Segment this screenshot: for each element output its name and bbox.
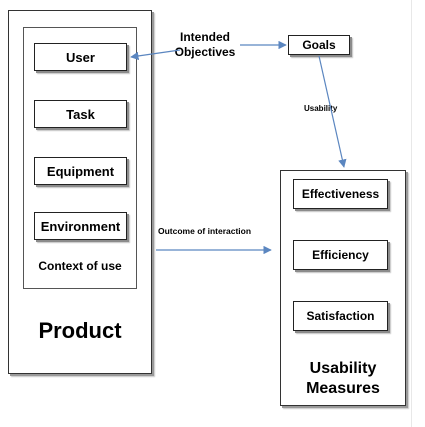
equipment-label: Equipment [46, 163, 115, 179]
usability-measures-title: Usability Measures [306, 360, 380, 397]
goals-label: Goals [302, 38, 336, 52]
environment-label: Environment [40, 218, 121, 234]
arrow-objectives-to-user [130, 49, 181, 61]
satisfaction-box: Satisfaction [293, 301, 388, 331]
environment-box: Environment [34, 212, 127, 240]
satisfaction-label: Satisfaction [306, 309, 375, 323]
task-box: Task [34, 100, 127, 128]
user-box: User [34, 43, 127, 71]
effectiveness-label: Effectiveness [301, 187, 380, 201]
intended-objectives-label: Intended Objectives [174, 30, 236, 59]
effectiveness-box: Effectiveness [293, 179, 388, 209]
task-label: Task [66, 106, 95, 122]
goals-box: Goals [288, 35, 350, 55]
context-of-use-label: Context of use [38, 259, 122, 273]
user-label: User [66, 49, 95, 65]
equipment-box: Equipment [34, 157, 127, 185]
page-edge-line [411, 0, 412, 427]
usability-measures-frame [280, 170, 406, 406]
product-title: Product [38, 318, 122, 343]
arrow-goals-to-measures [318, 55, 347, 168]
usability-label: Usability [304, 104, 338, 113]
outcome-of-interaction-label: Outcome of interaction [158, 226, 252, 236]
efficiency-label: Efficiency [312, 248, 369, 262]
efficiency-box: Efficiency [293, 240, 388, 270]
context-of-use-frame [23, 27, 137, 289]
